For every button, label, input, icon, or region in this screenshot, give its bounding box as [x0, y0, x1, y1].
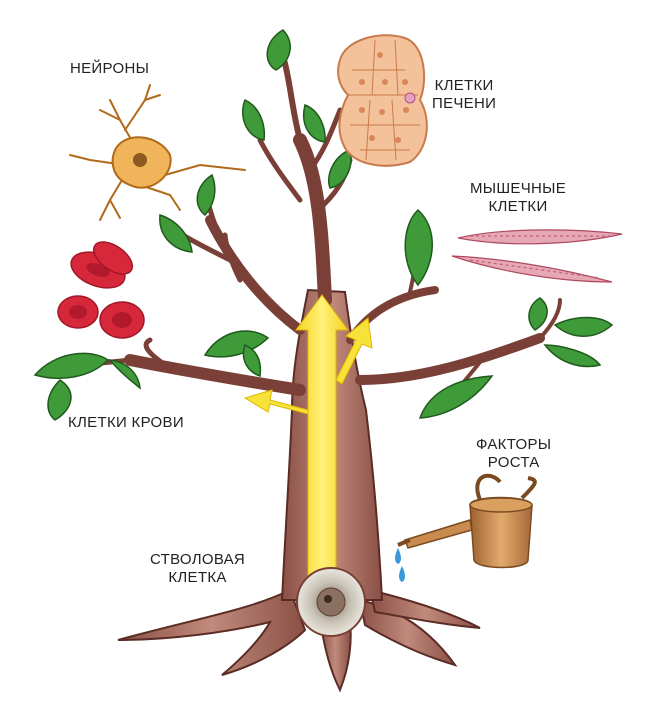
label-muscle-cells: МЫШЕЧНЫЕ КЛЕТКИ: [470, 180, 566, 216]
leaf: [543, 344, 602, 368]
leaf: [328, 149, 352, 189]
leaf: [203, 330, 270, 358]
label-liver-line1: КЛЕТКИ: [434, 77, 494, 94]
label-growth-line2: РОСТА: [487, 454, 540, 471]
main-arrow: [295, 294, 349, 591]
water-drops-icon: [395, 548, 405, 582]
label-neurons: НЕЙРОНЫ: [70, 60, 149, 78]
left-arrow: [243, 389, 309, 415]
growth-arrows: [243, 294, 373, 591]
right-arrow: [335, 317, 373, 385]
label-liver-line2: ПЕЧЕНИ: [432, 95, 497, 112]
neuron-icon: [69, 84, 246, 221]
label-blood-text: КЛЕТКИ КРОВИ: [68, 414, 184, 431]
leaf: [528, 297, 548, 331]
label-liver-cells: КЛЕТКИ ПЕЧЕНИ: [432, 77, 496, 113]
tree-roots: [117, 588, 481, 693]
tree-leaves: [33, 29, 614, 421]
leaf: [266, 29, 291, 71]
leaf: [242, 98, 266, 141]
stem-cell-icon: [296, 567, 366, 637]
leaf: [33, 352, 110, 379]
label-stem-cell: СТВОЛОВАЯ КЛЕТКА: [150, 551, 245, 587]
label-muscle-line2: КЛЕТКИ: [488, 198, 548, 215]
leaf: [553, 316, 614, 337]
label-muscle-line1: МЫШЕЧНЫЕ: [470, 180, 567, 197]
leaf: [108, 359, 141, 390]
watering-can-icon: [397, 473, 537, 569]
label-growth-factors: ФАКТОРЫ РОСТА: [476, 436, 551, 472]
leaf: [47, 379, 72, 421]
leaf: [418, 375, 494, 419]
label-stem-line1: СТВОЛОВАЯ: [150, 551, 246, 568]
label-blood-cells: КЛЕТКИ КРОВИ: [68, 414, 184, 432]
leaf: [404, 208, 433, 287]
leaf: [196, 173, 216, 217]
label-neurons-text: НЕЙРОНЫ: [70, 60, 150, 77]
leaf: [242, 343, 262, 378]
blood-cells-icon: [57, 241, 145, 339]
muscle-cells-icon: [451, 229, 623, 283]
label-stem-line2: КЛЕТКА: [168, 569, 227, 586]
liver-cells-icon: [337, 34, 428, 167]
label-growth-line1: ФАКТОРЫ: [476, 436, 552, 453]
leaf: [159, 214, 193, 253]
leaf: [303, 103, 326, 143]
